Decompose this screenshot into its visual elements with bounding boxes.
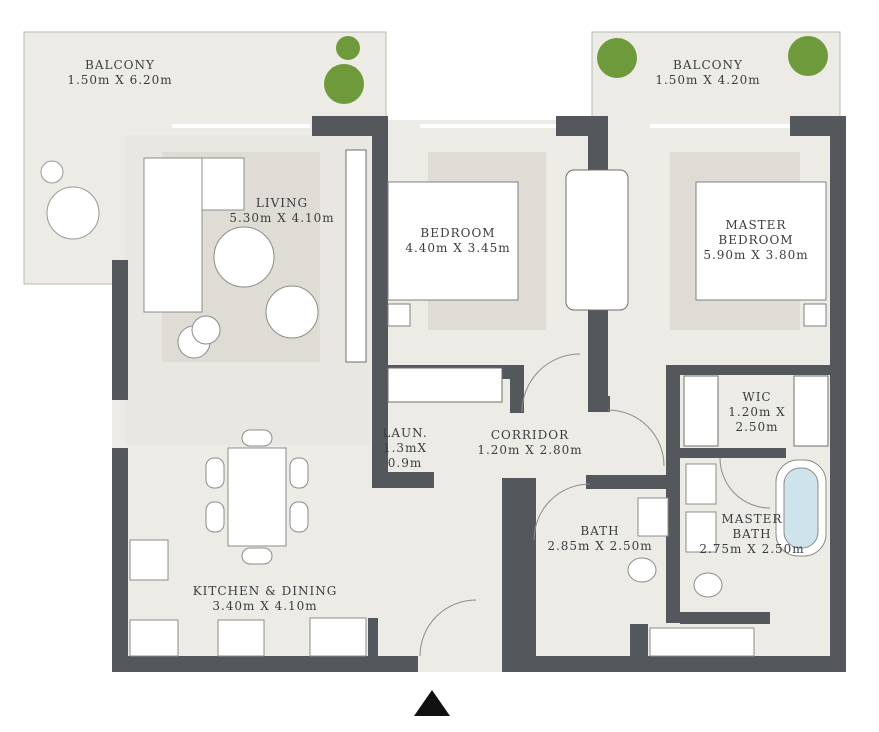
bedroom-bed: [387, 181, 519, 327]
wic-name: WIC: [742, 390, 772, 404]
master-bedroom-size: 5.90m X 3.80m: [703, 248, 809, 262]
bedroom-name: BEDROOM: [420, 226, 496, 240]
balcony-chair: [40, 160, 100, 240]
wardrobes: [345, 149, 829, 447]
kitchen-label: KITCHEN & DINING 3.40m X 4.10m: [190, 584, 340, 614]
kitchen-counter: [129, 539, 367, 657]
master-bedroom-label: MASTER BEDROOM 5.90m X 3.80m: [696, 218, 816, 263]
corridor-name: CORRIDOR: [490, 428, 570, 442]
sofa: [143, 157, 245, 313]
bedroom-size: 4.40m X 3.45m: [405, 241, 511, 255]
master-bath-label: MASTER BATH 2.75m X 2.50m: [692, 512, 812, 557]
living-size: 5.30m X 4.10m: [229, 211, 335, 225]
living-name: LIVING: [255, 196, 309, 210]
balcony-left-size: 1.50m X 6.20m: [67, 73, 173, 87]
kitchen-size: 3.40m X 4.10m: [212, 599, 318, 613]
master-bath-name-2: BATH: [732, 527, 772, 541]
bathroom-fixtures: [627, 459, 827, 657]
kitchen-name: KITCHEN & DINING: [192, 584, 338, 598]
living-furniture: [177, 226, 319, 359]
bath-label: BATH 2.85m X 2.50m: [540, 524, 660, 554]
laundry-size-1: 1.3mX: [382, 441, 427, 455]
master-bedroom-name-1: MASTER: [725, 218, 787, 232]
wic-size-2: 2.50m: [735, 420, 779, 434]
door-swings: [419, 353, 771, 657]
bath-size: 2.85m X 2.50m: [547, 539, 653, 553]
laundry-size-2: 0.9m: [387, 456, 423, 470]
master-bath-size: 2.75m X 2.50m: [699, 542, 805, 556]
corridor-label: CORRIDOR 1.20m X 2.80m: [470, 428, 590, 458]
balcony-left-label: BALCONY 1.50m X 6.20m: [60, 58, 180, 88]
balcony-right-label: BALCONY 1.50m X 4.20m: [648, 58, 768, 88]
laundry-label: LAUN. 1.3mX 0.9m: [378, 426, 432, 471]
master-bath-name-1: MASTER: [721, 512, 783, 526]
tree-icon: [324, 36, 828, 104]
balcony-right-size: 1.50m X 4.20m: [655, 73, 761, 87]
corridor-size: 1.20m X 2.80m: [477, 443, 583, 457]
master-bedroom-name-2: BEDROOM: [718, 233, 794, 247]
wic-size-1: 1.20m X: [728, 405, 786, 419]
wic-label: WIC 1.20m X 2.50m: [722, 390, 792, 435]
bath-name: BATH: [580, 524, 620, 538]
living-label: LIVING 5.30m X 4.10m: [222, 196, 342, 226]
dining-set: [205, 429, 309, 565]
laundry-name: LAUN.: [382, 426, 428, 440]
master-bed: [695, 181, 827, 327]
balcony-left-name: BALCONY: [85, 58, 155, 72]
entrance-arrow-icon: [414, 690, 450, 716]
balcony-right-name: BALCONY: [673, 58, 743, 72]
bedroom-label: BEDROOM 4.40m X 3.45m: [398, 226, 518, 256]
